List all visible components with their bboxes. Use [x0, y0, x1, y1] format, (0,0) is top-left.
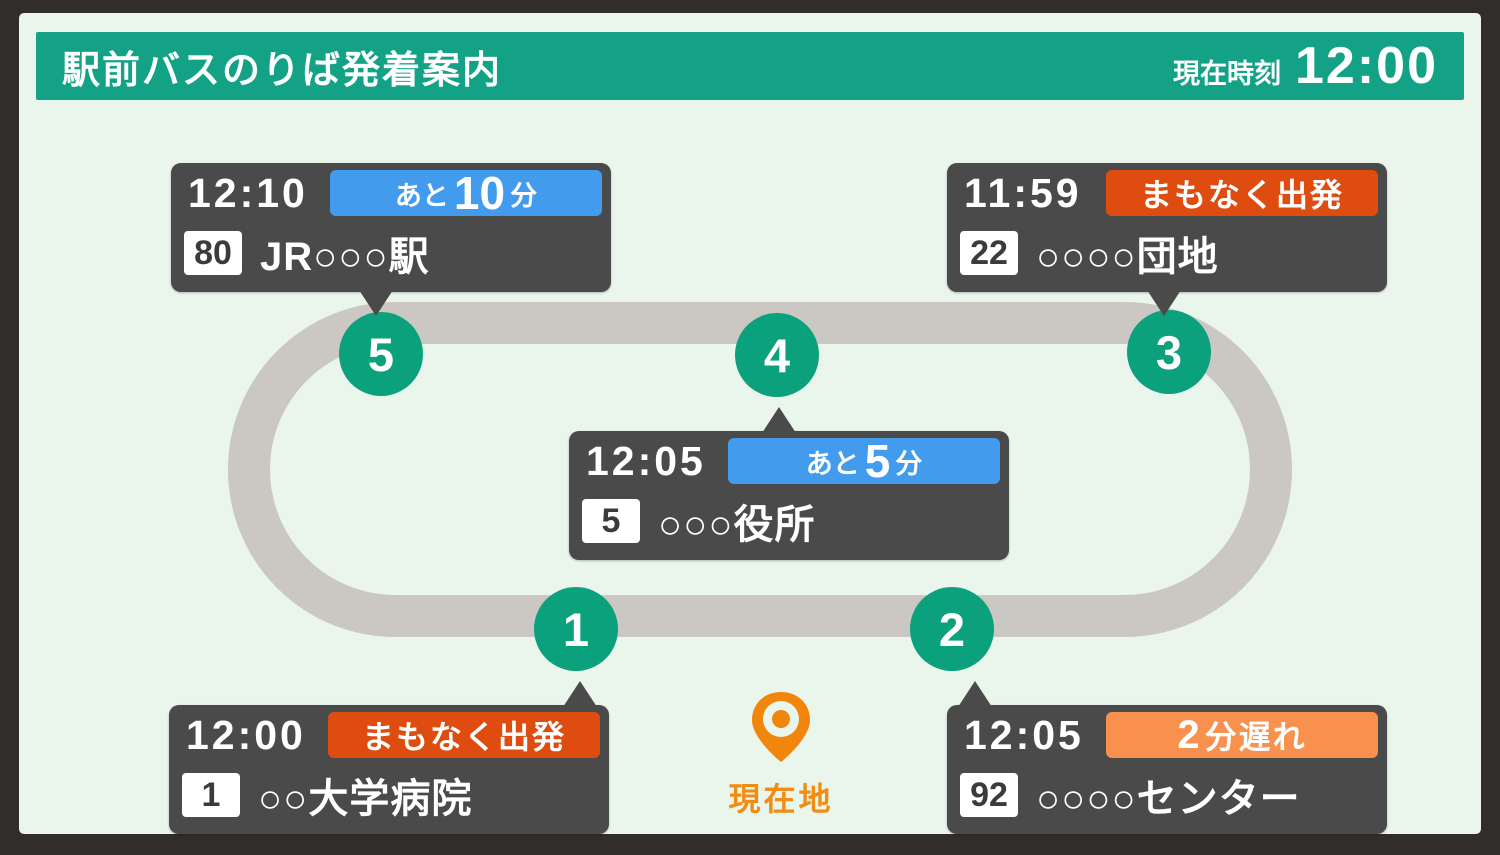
- departing-badge: まもなく出発: [1106, 170, 1378, 216]
- departing-badge: まもなく出発: [328, 712, 600, 758]
- route-number-box: 1: [182, 773, 240, 817]
- card-row-time: 12:10 あと 10 分: [180, 169, 602, 217]
- stop-marker-3: 3: [1127, 310, 1211, 394]
- badge-suffix: 分遅れ: [1204, 719, 1307, 755]
- destination-label: ○○○○センター: [1036, 777, 1301, 821]
- card-pointer: [563, 681, 597, 707]
- card-row-route: 1 ○○大学病院: [178, 766, 600, 824]
- clock-label: 現在時刻: [1173, 59, 1281, 89]
- badge-minutes: 2: [1177, 713, 1200, 757]
- card-row-time: 12:00 まもなく出発: [178, 711, 600, 759]
- badge-prefix: あと: [394, 180, 449, 211]
- departure-time: 12:10: [188, 169, 308, 216]
- page-title: 駅前バスのりば発着案内: [62, 49, 503, 92]
- card-row-time: 11:59 まもなく出発: [956, 169, 1378, 217]
- badge-suffix: 分: [510, 180, 538, 211]
- card-row-route: 5 ○○○役所: [578, 492, 1000, 550]
- card-row-route: 22 ○○○○団地: [956, 224, 1378, 282]
- route-number-box: 80: [184, 231, 242, 275]
- card-row-time: 12:05 あと 5 分: [578, 437, 1000, 485]
- card-pointer: [1147, 290, 1181, 316]
- departure-time: 12:05: [586, 437, 706, 484]
- countdown-badge: あと 10 分: [330, 170, 602, 216]
- stop-marker-1: 1: [534, 587, 618, 671]
- stop-marker-4: 4: [735, 313, 819, 397]
- route-number-box: 22: [960, 231, 1018, 275]
- current-location-label: 現在地: [728, 781, 834, 817]
- badge-minutes: 10: [453, 167, 506, 219]
- stop-number: 4: [763, 328, 791, 382]
- badge-text: まもなく出発: [361, 719, 566, 755]
- departure-card-stop5: 12:10 あと 10 分 80 JR○○○駅: [171, 163, 611, 316]
- route-number-box: 5: [582, 499, 640, 543]
- badge-minutes: 5: [864, 435, 891, 487]
- stop-number: 1: [562, 602, 590, 656]
- departure-time: 12:00: [186, 711, 306, 758]
- board-panel: 駅前バスのりば発着案内 現在時刻 12:00 5 4 3 1 2 12:10: [19, 13, 1481, 834]
- map-pin-icon: [752, 692, 810, 762]
- stop-number: 2: [938, 602, 966, 656]
- destination-label: ○○○○団地: [1036, 235, 1219, 279]
- card-pointer: [762, 407, 796, 433]
- header-bar: 駅前バスのりば発着案内 現在時刻 12:00: [36, 32, 1464, 100]
- departure-card-stop2: 12:05 2 分遅れ 92 ○○○○センター: [947, 681, 1387, 834]
- departure-card-stop1: 12:00 まもなく出発 1 ○○大学病院: [169, 681, 609, 834]
- departure-time: 12:05: [964, 711, 1084, 758]
- destination-label: ○○大学病院: [258, 777, 473, 821]
- stop-number: 5: [367, 327, 395, 381]
- destination-label: ○○○役所: [658, 503, 816, 547]
- card-pointer: [958, 681, 992, 707]
- current-location: 現在地: [719, 689, 843, 820]
- departure-card-stop4: 12:05 あと 5 分 5 ○○○役所: [569, 407, 1009, 560]
- destination-label: JR○○○駅: [260, 235, 430, 279]
- card-pointer: [359, 290, 393, 316]
- card-row-route: 92 ○○○○センター: [956, 766, 1378, 824]
- route-number-box: 92: [960, 773, 1018, 817]
- stop-marker-2: 2: [910, 587, 994, 671]
- stop-marker-5: 5: [339, 312, 423, 396]
- stop-number: 3: [1155, 325, 1183, 379]
- badge-text: まもなく出発: [1139, 177, 1344, 213]
- badge-prefix: あと: [805, 448, 860, 479]
- card-row-time: 12:05 2 分遅れ: [956, 711, 1378, 759]
- departure-card-stop3: 11:59 まもなく出発 22 ○○○○団地: [947, 163, 1387, 316]
- current-time-clock: 現在時刻 12:00: [1173, 40, 1438, 92]
- delay-badge: 2 分遅れ: [1106, 712, 1378, 758]
- clock-time: 12:00: [1295, 37, 1438, 95]
- card-row-route: 80 JR○○○駅: [180, 224, 602, 282]
- countdown-badge: あと 5 分: [728, 438, 1000, 484]
- departure-time: 11:59: [964, 169, 1082, 216]
- badge-suffix: 分: [895, 448, 923, 479]
